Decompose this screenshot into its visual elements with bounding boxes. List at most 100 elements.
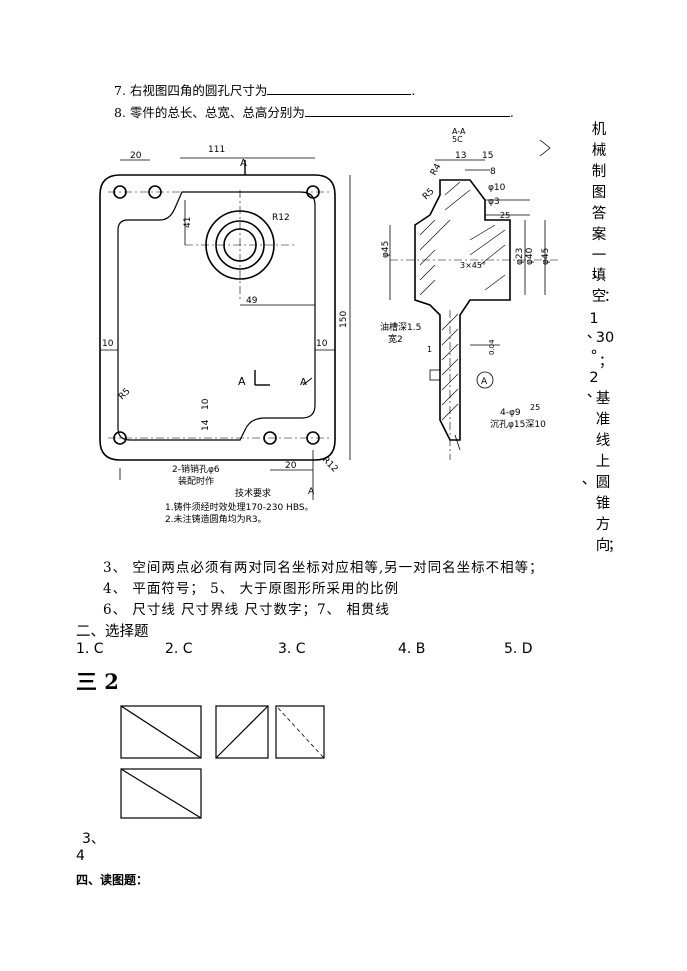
section-2-title: 二、选择题 [76, 624, 149, 640]
side-answer-char: 线 [595, 433, 611, 449]
side-title-char: 械 [591, 143, 607, 159]
side-answer-char: 方 [595, 517, 611, 533]
side-title-char: ： [603, 289, 619, 305]
label-R4: R4 [429, 162, 444, 178]
section-3-figures [120, 705, 325, 819]
label-phi40: φ40 [525, 247, 535, 265]
label-pin-note: 2-销销孔φ6 [172, 463, 220, 475]
side-title-char: 、 [591, 265, 607, 281]
figure-box-1 [120, 705, 202, 759]
label-dim-8: 8 [490, 167, 496, 177]
side-answer-char: 1 [589, 311, 599, 327]
label-R5b: R5 [421, 187, 437, 203]
side-answer-char: 上 [595, 454, 611, 470]
label-A-side: A [300, 377, 307, 388]
label-oil-note2: 宽2 [388, 333, 403, 345]
label-dim-14: 14 [201, 419, 211, 431]
side-answer-char: 锥 [595, 496, 611, 512]
label-sec-scale: 5C [452, 135, 463, 144]
label-dim-15: 15 [482, 151, 493, 161]
label-dim-150: 150 [339, 311, 349, 328]
side-title-char: 图 [591, 185, 607, 201]
side-title-char: 空 [591, 289, 607, 305]
label-dim-10-left: 10 [102, 339, 114, 349]
question-8-end: . [509, 105, 514, 120]
boss-mid [215, 220, 265, 270]
label-sec-AA: A-A [452, 127, 466, 136]
label-dim-13: 13 [455, 151, 466, 161]
label-tech-title: 技术要求 [235, 487, 271, 499]
label-dim-49: 49 [246, 296, 258, 306]
section-3-item-4: 4 [76, 848, 85, 864]
label-phi48: φ45 [541, 248, 551, 265]
side-answer-char: 向 [595, 538, 611, 554]
side-title-char: 案 [591, 227, 607, 243]
label-phi10: φ10 [488, 183, 506, 193]
side-answer-char: 2 [589, 370, 599, 386]
label-holes: 4-φ9 [500, 408, 521, 418]
figure-box-2 [215, 705, 269, 759]
choice-answer: 4. B [398, 641, 426, 657]
side-answer-char: 、 [586, 385, 602, 401]
label-dim-20b: 20 [285, 461, 297, 471]
label-phi45: φ45 [381, 241, 391, 258]
label-A-center: A [238, 375, 246, 388]
datum-circle [476, 371, 494, 389]
section-view-outline [414, 179, 511, 441]
question-8: 8. 零件的总长、总宽、总高分别为. [114, 102, 514, 121]
choice-answer: 5. D [504, 641, 533, 657]
label-dim-25: 25 [500, 211, 510, 220]
question-8-text: 8. 零件的总长、总宽、总高分别为 [114, 105, 305, 120]
label-dim-10-right: 10 [316, 339, 328, 349]
label-45deg: 3×45° [460, 261, 486, 270]
label-holes2: 沉孔φ15深10 [490, 419, 546, 430]
label-R12: R12 [272, 213, 290, 223]
side-title-char: 制 [591, 164, 607, 180]
side-title-char: 机 [591, 122, 607, 138]
choice-answer: 1. C [76, 641, 104, 657]
side-answer-char: 、 [581, 472, 597, 488]
side-answer-char: 、 [586, 326, 602, 342]
choice-answer: 3. C [278, 641, 306, 657]
section-4-title: 四、读图题： [76, 873, 149, 887]
answer-line-4: 4、 平面符号； 5、 大于原图形所采用的比例 [103, 581, 400, 597]
side-answer-char: 准 [595, 412, 611, 428]
front-view-outline [99, 174, 336, 461]
question-7-text: 7. 右视图四角的圆孔尺寸为 [114, 83, 268, 98]
side-title-char: 一 [591, 248, 607, 264]
choice-answer: 2. C [165, 641, 193, 657]
label-circle-A: A [481, 377, 488, 387]
label-tech-1: 1.铸件须经时效处理170-230 HBS。 [165, 501, 314, 513]
label-dim-111: 111 [208, 145, 225, 155]
label-dim-1: 1 [427, 345, 432, 354]
side-answer-char: ； [607, 538, 623, 554]
question-7-end: . [411, 83, 416, 98]
front-view-inner [117, 191, 316, 441]
answer-line-3: 3、 空间两点必须有两对同名坐标对应相等,另一对同名坐标不相等； [103, 560, 544, 576]
label-R5: R5 [117, 387, 133, 403]
engineering-drawing: 20 111 A 41 R12 49 150 10 10 A A R5 14 1… [99, 127, 560, 525]
side-title-char: 填 [591, 268, 607, 284]
side-answer-char: 基 [595, 391, 611, 407]
section-3-title: 三 2 [76, 669, 119, 694]
label-dim-25b: 25 [530, 403, 540, 412]
label-tol: 0.04 [488, 339, 496, 355]
label-oil-note: 油槽深1.5 [380, 321, 421, 333]
side-answer-char: ° [590, 348, 598, 364]
label-phi3: φ3 [488, 197, 500, 207]
label-dim-10-low: 10 [201, 398, 211, 410]
figure-box-4 [120, 768, 202, 819]
label-dim-41: 41 [183, 217, 193, 228]
answer-blank-8 [304, 104, 510, 117]
side-answer-char: 圆 [595, 475, 611, 491]
answer-line-6: 6、 尺寸线 尺寸界线 尺寸数字；7、 相贯线 [103, 602, 390, 618]
label-tech-2: 2.未注铸造圆角均为R3。 [165, 513, 267, 525]
label-pin-note2: 装配时作 [178, 475, 214, 487]
label-dim-20: 20 [130, 151, 142, 161]
label-A-bottom: A [308, 487, 315, 497]
side-title-char: 答 [591, 206, 607, 222]
side-answer-value: 30 [595, 330, 615, 346]
answer-blank-7 [267, 82, 412, 95]
side-answer-char: ； [598, 354, 614, 370]
question-7: 7. 右视图四角的圆孔尺寸为. [114, 80, 415, 99]
